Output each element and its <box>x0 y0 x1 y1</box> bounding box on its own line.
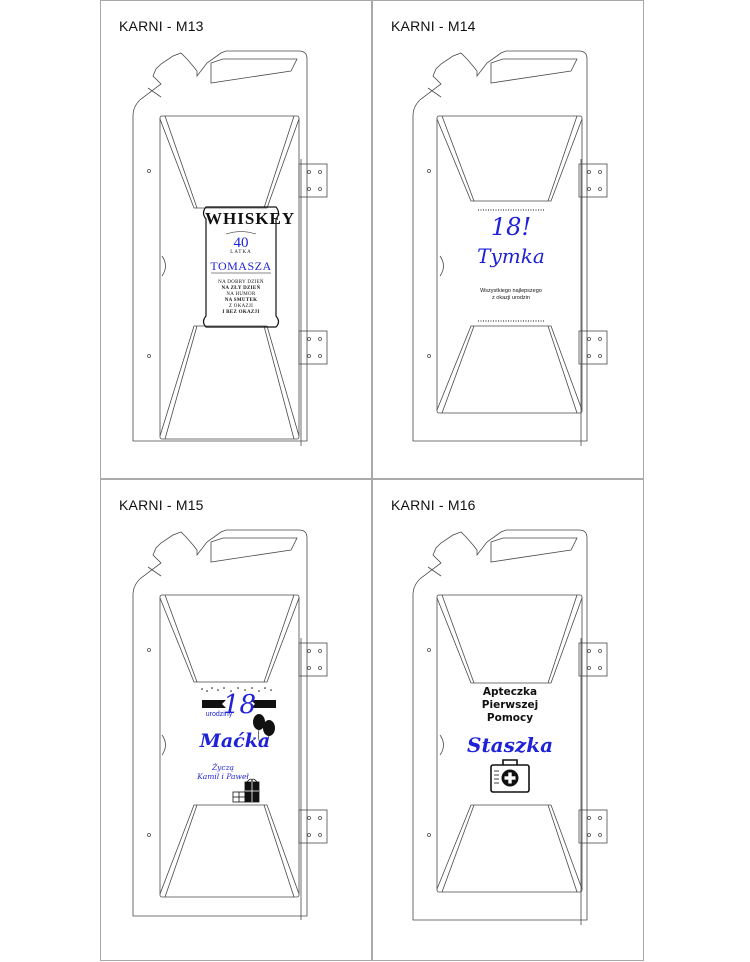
m14-name: Tymka <box>477 244 545 268</box>
m15-wish-line1: Życzą <box>211 763 235 772</box>
whiskey-lines: NA DOBRY DZIEŃ NA ZŁY DZIEŃ NA HUMOR NA … <box>209 280 273 316</box>
m16-title-line2: Pierwszej <box>481 699 539 711</box>
balloons-icon <box>253 714 275 747</box>
whiskey-line: NA HUMOR <box>226 292 256 297</box>
whiskey-age: 40 <box>233 235 249 251</box>
jerrycan-outline-m14 <box>412 50 608 446</box>
m14-wish-line2: z okazji urodzin <box>492 295 530 301</box>
whiskey-line: NA ZŁY DZIEŃ <box>221 286 261 291</box>
jerrycan-outline-m13 <box>132 50 328 446</box>
m15-urodziny: urodziny <box>205 711 233 718</box>
cell-m15: KARNI - M15 <box>100 479 372 961</box>
whiskey-brand: WHISKEY <box>205 209 296 228</box>
m15-age: 18 <box>223 690 257 720</box>
m16-title-line3: Pomocy <box>486 712 534 724</box>
m14-age: 18! <box>490 213 532 241</box>
m16-title: Apteczka Pierwszej Pomocy <box>471 686 549 725</box>
m15-wish: Życzą Kamil i Paweł <box>197 763 249 781</box>
cell-m14: KARNI - M14 <box>372 0 644 479</box>
whiskey-name: TOMASZA <box>210 259 272 273</box>
m16-name: Staszka <box>467 733 554 757</box>
m14-wish-line1: Wszystkiego najlepszego <box>480 288 542 294</box>
cell-title-m15: KARNI - M15 <box>119 497 204 513</box>
whiskey-age-unit: LATKA <box>230 250 252 255</box>
ribbon-left-icon <box>202 700 226 708</box>
cell-title-m14: KARNI - M14 <box>391 18 476 34</box>
cell-title-m13: KARNI - M13 <box>119 18 204 34</box>
product-sheet: KARNI - M13 <box>100 0 645 961</box>
cell-m13: KARNI - M13 <box>100 0 372 479</box>
whiskey-line: NA SMUTEK <box>224 298 258 303</box>
ribbon-right-icon <box>251 700 276 708</box>
whiskey-line: I BEZ OKAZJI <box>222 310 260 315</box>
m16-title-line1: Apteczka <box>482 686 538 698</box>
gifts-icon <box>232 778 260 803</box>
whiskey-line: Z OKAZJI <box>228 304 254 309</box>
cell-m16: KARNI - M16 <box>372 479 644 961</box>
first-aid-kit-icon <box>490 759 530 793</box>
jerrycan-outline-m15 <box>132 529 328 920</box>
m14-wish: Wszystkiego najlepszego z okazji urodzin <box>469 288 553 302</box>
jerrycan-outline-m16 <box>412 529 608 925</box>
cell-title-m16: KARNI - M16 <box>391 497 476 513</box>
m15-wish-line2: Kamil i Paweł <box>197 772 249 781</box>
m15-name: Maćka <box>199 730 271 752</box>
whiskey-line: NA DOBRY DZIEŃ <box>218 280 264 285</box>
